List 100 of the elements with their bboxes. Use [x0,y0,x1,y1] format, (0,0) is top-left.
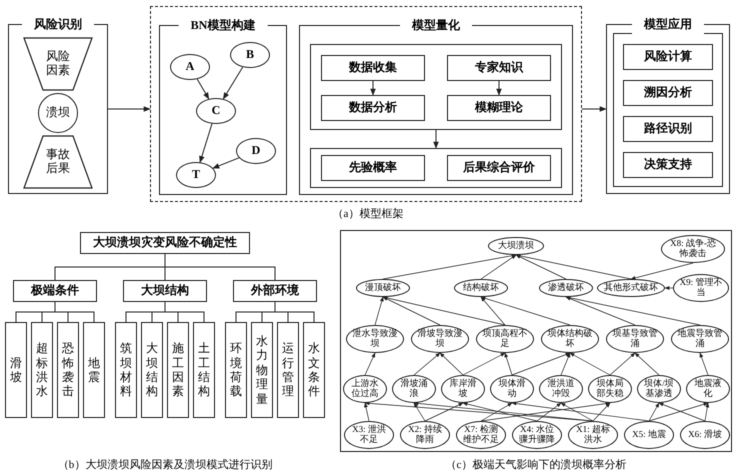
bn-node-ellipse: X6: 滑坡 [680,421,730,449]
factor-box: 施工因素 [167,322,189,418]
process-box: 风险计算 [623,44,713,70]
arrow [700,352,708,376]
arrow [414,352,440,376]
factor-box: 环境荷载 [225,322,247,418]
arrow [582,106,607,112]
arrow [364,402,370,422]
arrow [480,296,570,326]
connector-line [164,302,204,322]
node-label: 事故后果 [45,148,71,176]
arrow [592,402,610,422]
arrow [440,352,464,376]
process-box: 模糊理论 [447,95,551,121]
factor-box: 地震 [83,322,105,418]
panel-caption: （b）大坝溃坝风险因素及溃坝模式进行识别 [58,458,272,472]
process-box: 溯因分析 [623,80,713,106]
category-box: 大坝结构 [123,280,207,302]
node-label: 风险因素 [45,50,71,78]
bn-node-ellipse: X9: 管理不当 [673,274,729,302]
bn-node-ellipse: 泄洪道冲毁 [539,375,583,403]
arrow [414,402,426,422]
bn-node-ellipse: 大坝溃坝 [488,237,544,255]
bn-node-ellipse: 坝体滑动 [490,375,534,403]
arrow [480,296,506,326]
panel-frame [310,148,562,188]
bn-node-ellipse: X5: 地震 [624,421,674,449]
arrow [570,352,610,376]
arrow [704,402,710,422]
factor-box: 大坝结构 [141,322,163,418]
panel-frame [310,44,562,130]
arrow [648,402,660,422]
bn-node-ellipse: C [196,98,236,124]
arrow [664,286,674,290]
bn-node-ellipse: 滑坡涌浪 [392,375,436,403]
arrow [199,123,212,163]
arrow [462,352,506,376]
bn-node-ellipse: T [176,162,216,188]
bn-node-ellipse: X8: 战争-恐怖袭击 [661,235,725,263]
bn-node-ellipse: A [170,54,210,80]
arrow [480,402,512,422]
arrow [512,402,650,422]
arrow [382,296,440,326]
factor-box: 运行管理 [277,322,299,418]
arrow [648,402,708,422]
factor-box: 土工结构 [193,322,215,418]
bn-node-ellipse: 坝体局部失稳 [588,375,632,403]
bn-node-ellipse: 坝顶高程不足 [476,325,534,353]
arrow [504,352,512,376]
bn-node-ellipse: X1: 超标洪水 [568,421,618,449]
arrow [610,352,636,376]
arrow [462,402,538,422]
factor-box: 滑坡 [5,322,27,418]
arrow [512,352,570,376]
category-box: 外部环境 [233,280,317,302]
arrow [433,130,439,149]
process-box: 决策支持 [623,152,713,178]
bn-node-ellipse: B [230,42,270,68]
arrow [496,80,502,96]
bn-node-ellipse: 滑坡导致漫坝 [411,325,469,353]
bn-node-ellipse: 坝基导致管涌 [606,325,664,353]
arrow [634,352,660,376]
process-box: 路径识别 [623,116,713,142]
arrow [566,296,700,326]
arrow [480,402,610,422]
arrow [516,254,566,280]
bn-node-ellipse: X7: 检测维护不足 [456,421,506,449]
process-box: 先验概率 [321,155,425,181]
bn-node-ellipse: X4: 水位骤升骤降 [512,421,562,449]
arrow [424,402,464,422]
arrow [536,402,562,422]
bn-node-ellipse: 渗透破坏 [539,279,593,297]
factor-box: 水文条件 [303,322,325,418]
panel-frame [340,230,732,452]
bn-node-ellipse: 库岸滑坡 [441,375,485,403]
factor-box: 恐怖袭击 [57,322,79,418]
arrow [108,106,151,112]
bn-node-ellipse: D [236,138,276,164]
process-box: 后果综合评价 [447,155,551,181]
arrow [566,296,636,326]
arrow [658,402,706,422]
category-box: 大坝溃坝灾变风险不确定性 [80,232,250,254]
bn-node-ellipse: X3: 泄洪不足 [344,421,394,449]
panel-caption: （c）极端天气影响下的溃坝概率分析 [446,458,626,472]
bn-node-ellipse: 地震导致管涌 [671,325,729,353]
process-box: 数据收集 [321,55,425,81]
bn-node-ellipse: 地震液化 [686,375,730,403]
arrow [370,80,376,96]
connector-line [54,302,94,322]
bn-node-ellipse: 坝体结构破坏 [541,325,599,353]
arrow [414,402,594,422]
arrow [382,254,516,280]
panel-caption: （a）模型框架 [332,206,404,221]
bn-node-ellipse: 上游水位过高 [343,375,387,403]
arrow [364,352,376,376]
dashed-frame [150,6,582,202]
bn-node-ellipse: X2: 持续降雨 [400,421,450,449]
bn-node-ellipse: 结构破坏 [454,279,508,297]
bn-node-ellipse: 漫顶破坏 [356,279,410,297]
group-title: 模型应用 [632,16,704,34]
